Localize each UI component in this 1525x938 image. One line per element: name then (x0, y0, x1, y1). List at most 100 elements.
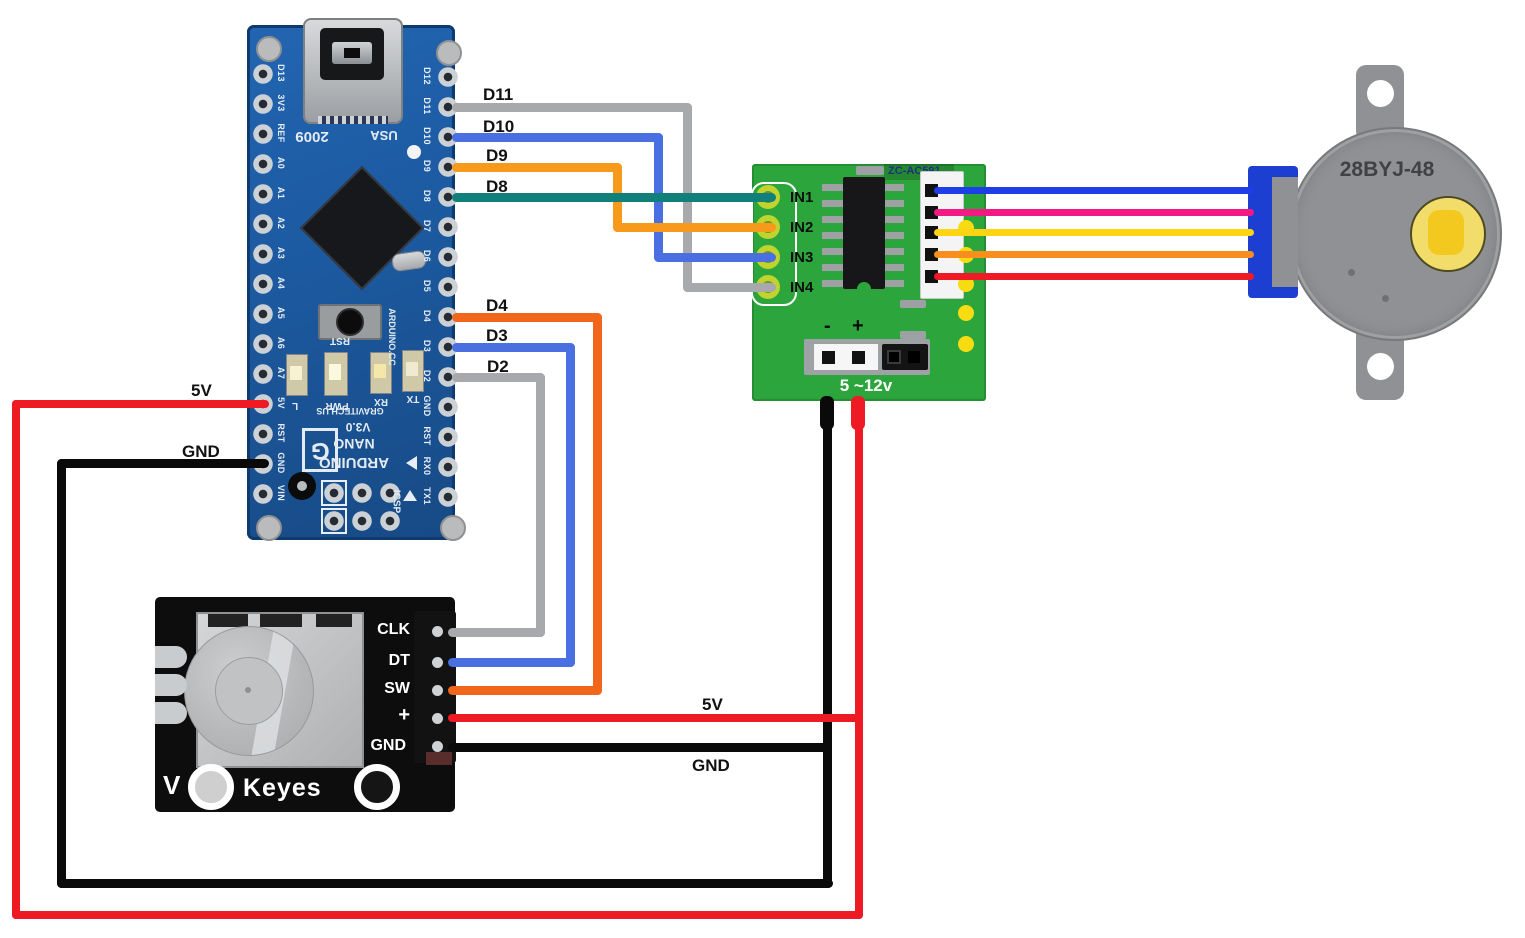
pin-label-rst-right: RST (422, 426, 432, 446)
pin-label-rx0: RX0 (422, 456, 432, 476)
silk-arduino: ARDUINO (319, 454, 389, 471)
arduino-mount-hole (256, 515, 282, 541)
ic-pins-right (882, 184, 904, 288)
wire-5v-encoder (448, 714, 860, 722)
wire-gnd-driver-vertical (823, 400, 832, 888)
label-d10: D10 (483, 117, 515, 136)
silk-year: 2009 (295, 128, 329, 145)
pin-label-a1: A1 (276, 186, 286, 200)
encoder-header-base (426, 752, 452, 765)
motor-connector-inner (1272, 177, 1298, 287)
wire-5v-bottom (12, 911, 863, 919)
label-5v-encoder: 5V (702, 695, 723, 714)
silk-maker: GRAVITECH.US (316, 406, 384, 416)
encoder-mount-hole (188, 764, 234, 810)
in4-label: IN4 (790, 279, 814, 296)
pad-donut-center (297, 481, 307, 491)
wire-5v-arduino (12, 400, 269, 408)
power-terminal-hole-plus (852, 351, 865, 364)
wire-gnd-driver-cap (820, 396, 834, 430)
pin-label-3v3: 3V3 (276, 94, 286, 112)
pin-label-rst-left: RST (276, 423, 286, 443)
encoder-brand-label: Keyes (243, 774, 322, 802)
power-terminal-hole-minus (822, 351, 835, 364)
via-dot (958, 336, 974, 352)
wire-d10-h1 (452, 133, 663, 142)
motor-shaft (1428, 210, 1464, 255)
wire-5v-left-vertical (12, 400, 20, 919)
arduino-mount-hole (256, 36, 282, 62)
pin-label-vin: VIN (276, 484, 286, 502)
motor-mount-hole-bottom (1367, 353, 1394, 380)
motor-wire-orange (934, 251, 1254, 258)
pin-label-ref: REF (276, 123, 286, 143)
pin-label-d7: D7 (422, 219, 432, 233)
motor-wire-pink (934, 209, 1254, 216)
usb-solder-pads (318, 116, 388, 124)
motor-wire-red (934, 273, 1254, 280)
motor-wire-yellow (934, 229, 1254, 236)
in3-label: IN3 (790, 249, 814, 266)
uln2003-ic (843, 177, 885, 289)
wire-5v-driver-vertical (855, 400, 863, 919)
encoder-side-pad (155, 646, 187, 668)
encoder-body-mark (208, 614, 248, 627)
encoder-pin (432, 741, 443, 752)
pin-label-a5: A5 (276, 306, 286, 320)
ic-pins-left (822, 184, 844, 288)
pin1-marker-dot (407, 145, 421, 159)
motor-mount-hole-top (1367, 80, 1394, 107)
encoder-pin (432, 713, 443, 724)
encoder-mount-hole (354, 764, 400, 810)
wire-d11-h1 (452, 103, 692, 112)
wire-d3-h1 (452, 343, 575, 352)
pin-label-a7: A7 (276, 366, 286, 380)
wire-d8 (452, 193, 776, 202)
arduino-left-pin-column (252, 59, 274, 509)
pin-label-a0: A0 (276, 156, 286, 170)
wire-d9-h2 (613, 223, 776, 232)
silk-icsp: ICSP (390, 489, 402, 514)
label-5v-arduino: 5V (191, 381, 212, 400)
pin-label-tx1: TX1 (422, 487, 432, 505)
pin-label-d4: D4 (422, 309, 432, 323)
pin-label-a6: A6 (276, 336, 286, 350)
encoder-sw-label: SW (384, 680, 410, 697)
label-d2: D2 (487, 357, 509, 376)
in1-label: IN1 (790, 189, 814, 206)
minus-label: - (824, 315, 831, 337)
encoder-plus-label: + (398, 704, 410, 726)
encoder-pin (432, 657, 443, 668)
power-switch-slot (908, 351, 920, 363)
voltage-label: 5 ~12v (839, 376, 893, 395)
wire-5v-driver-cap (851, 396, 865, 430)
gravitech-logo: G (302, 428, 338, 472)
icsp-pad-marker (321, 508, 347, 534)
encoder-pin (432, 626, 443, 637)
silk-triangle-icon (403, 490, 417, 501)
label-d11: D11 (483, 85, 514, 104)
motor-rivet (1348, 269, 1355, 276)
silk-triangle-icon (406, 456, 417, 470)
wire-d11-h2 (683, 283, 776, 292)
silk-rst: RST (330, 335, 350, 346)
via-dot (958, 305, 974, 321)
wire-d9-h1 (452, 163, 622, 172)
wire-d2-h2 (448, 628, 545, 637)
wire-d10-h2 (654, 253, 776, 262)
power-switch-knob (887, 350, 901, 364)
usb-contact-slot (344, 48, 360, 58)
pin-label-d6: D6 (422, 249, 432, 263)
pin-label-d3: D3 (422, 339, 432, 353)
ic-notch (857, 282, 871, 296)
via-dot (958, 276, 974, 292)
encoder-side-pad (155, 702, 187, 724)
encoder-side-pad (155, 674, 187, 696)
wire-d3-h2 (448, 658, 575, 667)
input-header-outline (751, 182, 797, 306)
wire-gnd-left-vertical (57, 459, 66, 888)
led-rx-lit (374, 364, 386, 378)
silk-arduino-cc: ARDUINO.CC (387, 308, 397, 366)
encoder-clk-label: CLK (377, 621, 410, 638)
